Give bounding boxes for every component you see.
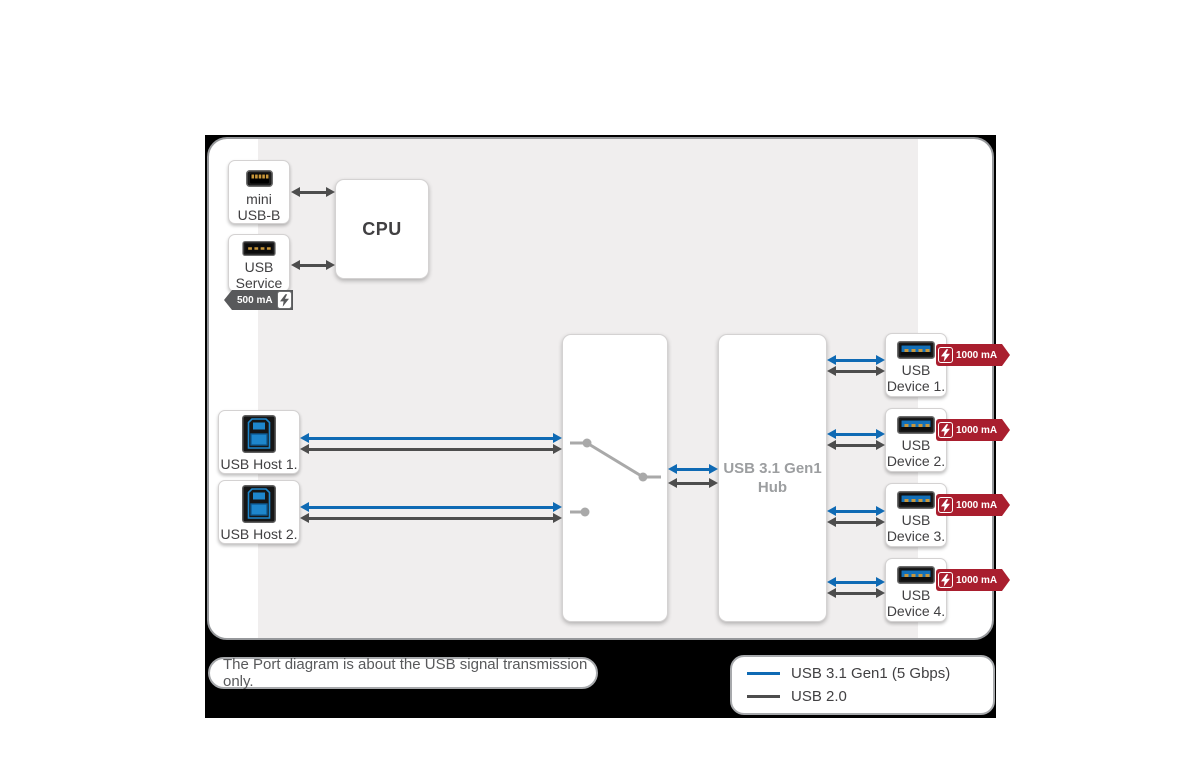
- hub-label-line1: USB 3.1 Gen1: [723, 460, 822, 477]
- power-badge-500ma: 500 mA: [224, 290, 293, 310]
- hub-label: USB 3.1 Gen1 Hub: [723, 459, 821, 497]
- usb3-link-hub-device1: [827, 354, 885, 365]
- usb-device-1-label-line2: Device 1.: [886, 378, 946, 394]
- node-label: USB Host 2.: [220, 526, 297, 542]
- node-usb31-hub: USB 3.1 Gen1 Hub: [718, 334, 827, 622]
- usb2-link-hub-device3: [827, 516, 885, 527]
- node-label: USB Service: [236, 259, 283, 291]
- usb2-link-hub-device4: [827, 587, 885, 598]
- usb3-a-port-icon: [897, 341, 935, 359]
- lightning-bolt-icon: [276, 291, 292, 309]
- usb-service-label-line2: Service: [235, 275, 283, 291]
- node-label: USB Device 3.: [887, 512, 945, 544]
- power-badge-device-1-label: 1000 mA: [956, 349, 998, 361]
- mini-usb-b-label-line2: USB-B: [237, 207, 281, 223]
- node-label: mini USB-B: [238, 191, 281, 223]
- usb3-link-hub-device4: [827, 576, 885, 587]
- node-usb-device-2: USB Device 2.: [885, 408, 947, 472]
- lightning-bolt-icon: [938, 497, 953, 513]
- hub-label-line2: Hub: [757, 479, 788, 496]
- legend-usb2-label: USB 2.0: [791, 688, 847, 705]
- usb3-link-hub-device3: [827, 505, 885, 516]
- lightning-bolt-icon: [938, 572, 953, 588]
- usb2-link-switch-hub: [668, 477, 718, 488]
- lightning-bolt-icon: [938, 347, 953, 363]
- usb-host-1-label: USB Host 1.: [220, 456, 298, 472]
- note-text: The Port diagram is about the USB signal…: [223, 656, 588, 690]
- usb2-link-miniusb-cpu: [291, 186, 335, 197]
- node-label: USB Device 4.: [887, 587, 945, 619]
- usb2-link-host2-switch: [300, 512, 562, 523]
- usb3-link-switch-hub: [668, 463, 718, 474]
- usb-device-4-label-line1: USB: [901, 587, 931, 603]
- node-usb-device-3: USB Device 3.: [885, 483, 947, 547]
- node-usb-host-1: USB Host 1.: [218, 410, 300, 474]
- usb2-link-hub-device1: [827, 365, 885, 376]
- node-label: USB Host 1.: [220, 456, 297, 472]
- node-label: USB Device 2.: [887, 437, 945, 469]
- note-pill: The Port diagram is about the USB signal…: [208, 656, 598, 690]
- power-badge-device-4: 1000 mA: [936, 569, 1011, 591]
- usb-device-2-label-line2: Device 2.: [886, 453, 946, 469]
- power-badge-500ma-label: 500 mA: [237, 294, 273, 306]
- usb2-link-service-cpu: [291, 259, 335, 270]
- power-badge-device-2-label: 1000 mA: [956, 424, 998, 436]
- power-badge-device-1: 1000 mA: [936, 344, 1011, 366]
- legend: USB 3.1 Gen1 (5 Gbps) USB 2.0: [730, 655, 995, 715]
- usb-service-label-line1: USB: [244, 259, 274, 275]
- usb-device-3-label-line1: USB: [901, 512, 931, 528]
- legend-usb3-label: USB 3.1 Gen1 (5 Gbps): [791, 665, 951, 682]
- power-badge-device-3: 1000 mA: [936, 494, 1011, 516]
- node-usb-host-2: USB Host 2.: [218, 480, 300, 544]
- usb2-line-swatch: [747, 695, 780, 698]
- usb-device-4-label-line2: Device 4.: [886, 603, 946, 619]
- legend-row-usb3: USB 3.1 Gen1 (5 Gbps): [747, 665, 993, 682]
- usb3-a-port-icon: [897, 491, 935, 509]
- node-label: USB Device 1.: [887, 362, 945, 394]
- usb3-link-host1-switch: [300, 432, 562, 443]
- node-cpu: CPU: [335, 179, 429, 279]
- usb3-link-hub-device2: [827, 428, 885, 439]
- usb2-link-hub-device2: [827, 439, 885, 450]
- legend-row-usb2: USB 2.0: [747, 688, 993, 705]
- usb3-a-port-icon: [897, 566, 935, 584]
- lightning-bolt-icon: [938, 422, 953, 438]
- cpu-label: CPU: [362, 218, 402, 239]
- switch-symbol-icon: [570, 438, 661, 517]
- mini-usb-b-label-line1: mini: [246, 191, 272, 207]
- usb-a-port-icon: [242, 241, 276, 256]
- usb-b-port-icon: [242, 485, 276, 523]
- usb-b-port-icon: [242, 415, 276, 453]
- usb2-link-host1-switch: [300, 443, 562, 454]
- power-badge-device-3-label: 1000 mA: [956, 499, 998, 511]
- power-badge-device-2: 1000 mA: [936, 419, 1011, 441]
- mini-usb-b-port-icon: [245, 170, 273, 187]
- power-badge-device-4-label: 1000 mA: [956, 574, 998, 586]
- usb-host-2-label: USB Host 2.: [220, 526, 298, 542]
- node-mini-usb-b: mini USB-B: [228, 160, 290, 224]
- usb-device-1-label-line1: USB: [901, 362, 931, 378]
- usb3-line-swatch: [747, 672, 780, 675]
- usb-device-3-label-line2: Device 3.: [886, 528, 946, 544]
- node-usb-service: USB Service: [228, 234, 290, 292]
- usb3-a-port-icon: [897, 416, 935, 434]
- usb3-link-host2-switch: [300, 501, 562, 512]
- usb-device-2-label-line1: USB: [901, 437, 931, 453]
